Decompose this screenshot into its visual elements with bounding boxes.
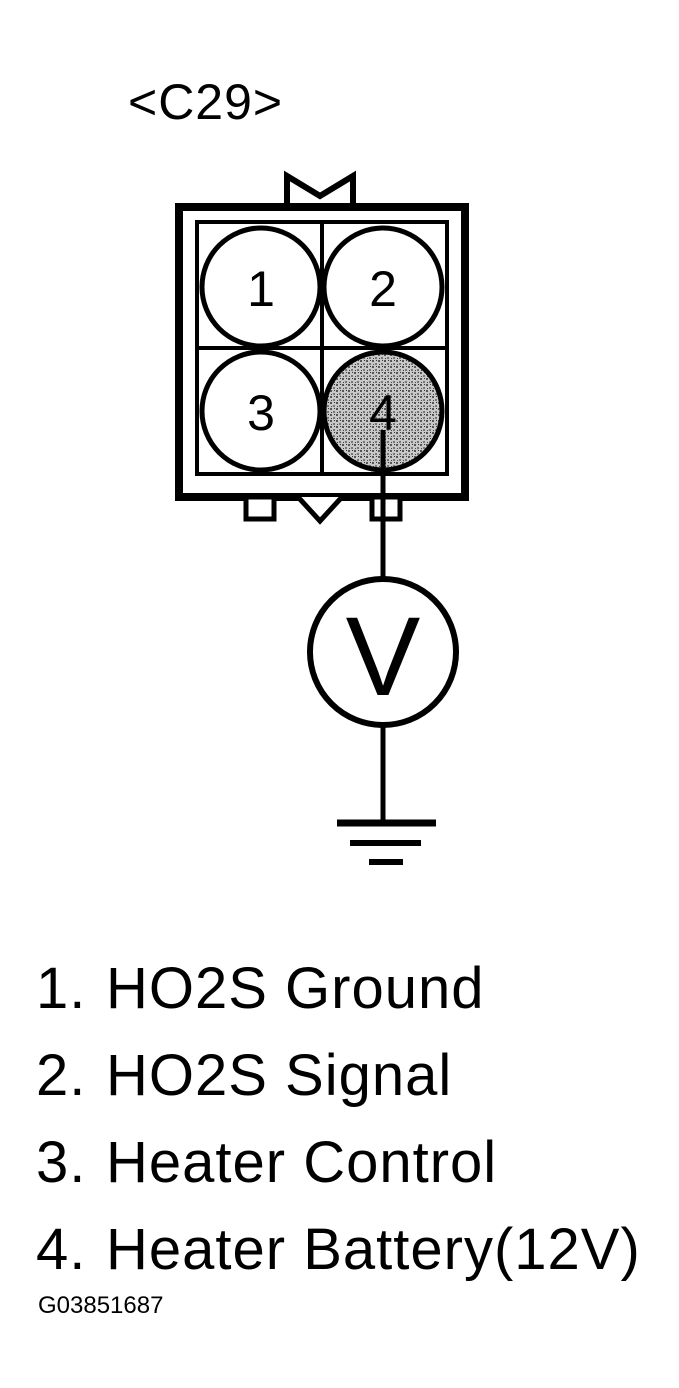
legend-text: HO2S Signal xyxy=(106,1043,453,1108)
figure-id: G03851687 xyxy=(38,1292,164,1319)
legend-number: 2. xyxy=(36,1043,87,1108)
pin-3: 3 xyxy=(199,349,323,473)
legend-item: 1. HO2S Ground xyxy=(36,945,641,1032)
legend-number: 4. xyxy=(36,1217,87,1282)
pin-2: 2 xyxy=(321,225,445,349)
pin-1-label: 1 xyxy=(247,261,275,317)
connector-latch-top xyxy=(284,170,356,204)
connector-tab-right xyxy=(369,494,403,522)
pin-2-label: 2 xyxy=(369,261,397,317)
legend-text: Heater Control xyxy=(106,1130,498,1195)
legend-text: HO2S Ground xyxy=(106,956,485,1021)
pin-2-circle xyxy=(321,225,445,349)
voltmeter-label: V xyxy=(346,594,421,719)
legend-number: 3. xyxy=(36,1130,87,1195)
pin-1: 1 xyxy=(199,225,323,349)
connector-label: <C29> xyxy=(128,74,284,130)
legend-number: 1. xyxy=(36,956,87,1021)
legend-item: 3. Heater Control xyxy=(36,1119,641,1206)
pin-3-label: 3 xyxy=(247,385,275,441)
connector-diagram: 1 2 3 4 V xyxy=(175,170,469,865)
pin-3-circle xyxy=(199,349,323,473)
connector-tab-left xyxy=(243,494,277,522)
pin-1-circle xyxy=(199,225,323,349)
legend-item: 2. HO2S Signal xyxy=(36,1032,641,1119)
pin-legend: 1. HO2S Ground 2. HO2S Signal 3. Heater Con… xyxy=(36,945,641,1293)
legend-item: 4. Heater Battery(12V) xyxy=(36,1206,641,1293)
connector-latch-bottom xyxy=(296,495,344,525)
ground-icon xyxy=(337,819,436,865)
legend-text: Heater Battery(12V) xyxy=(106,1217,641,1282)
